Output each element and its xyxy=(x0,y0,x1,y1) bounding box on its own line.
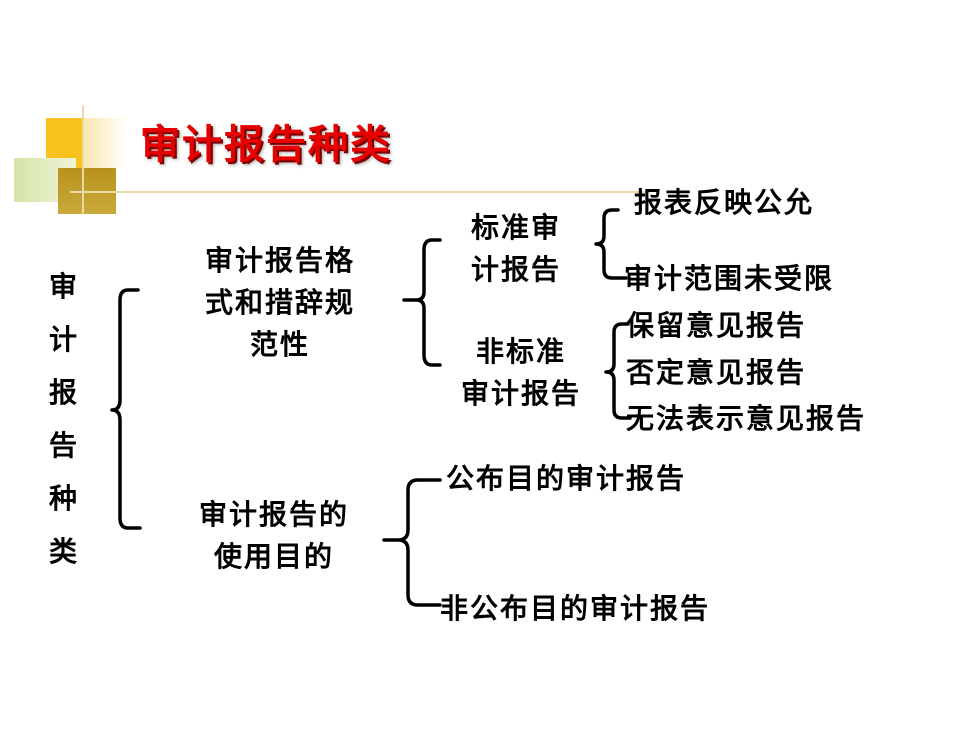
decor-horizontal-line xyxy=(70,191,650,193)
standard-report-node: 标准审 计报告 xyxy=(446,207,586,291)
page-title: 审计报告种类 xyxy=(140,122,392,168)
standard-bracket xyxy=(594,208,628,280)
leaf-fair-presentation: 报表反映公允 xyxy=(634,186,815,219)
nonstandard-report-line-1: 非标准 xyxy=(475,335,566,368)
leaf-public-purpose: 公布目的审计报告 xyxy=(446,462,687,495)
leaf-qualified-opinion: 保留意见报告 xyxy=(626,309,807,342)
format-bracket xyxy=(402,238,442,367)
branch-purpose-line-2: 使用目的 xyxy=(213,540,334,573)
branch-format-line-2: 式和措辞规 xyxy=(204,286,355,319)
standard-report-line-1: 标准审 xyxy=(470,211,561,244)
nonstandard-bracket xyxy=(604,322,632,420)
decor-block-gold xyxy=(84,118,128,168)
nonstandard-report-line-2: 审计报告 xyxy=(460,377,581,410)
branch-format-line-1: 审计报告格 xyxy=(204,244,355,277)
leaf-disclaimer-opinion: 无法表示意见报告 xyxy=(626,402,867,435)
root-bracket xyxy=(110,288,142,530)
leaf-adverse-opinion: 否定意见报告 xyxy=(626,356,807,389)
standard-report-line-2: 计报告 xyxy=(470,253,561,286)
branch-format-node: 审计报告格 式和措辞规 范性 xyxy=(160,240,400,366)
branch-purpose-line-1: 审计报告的 xyxy=(198,498,349,531)
branch-format-line-3: 范性 xyxy=(249,328,310,361)
root-node: 审计报告种类 xyxy=(48,270,79,568)
decor-vertical-line xyxy=(82,105,84,215)
leaf-nonpublic-purpose: 非公布目的审计报告 xyxy=(440,592,711,625)
leaf-scope-unlimited: 审计范围未受限 xyxy=(624,262,835,295)
nonstandard-report-node: 非标准 审计报告 xyxy=(432,331,610,415)
purpose-bracket xyxy=(382,478,442,607)
branch-purpose-node: 审计报告的 使用目的 xyxy=(154,494,394,578)
